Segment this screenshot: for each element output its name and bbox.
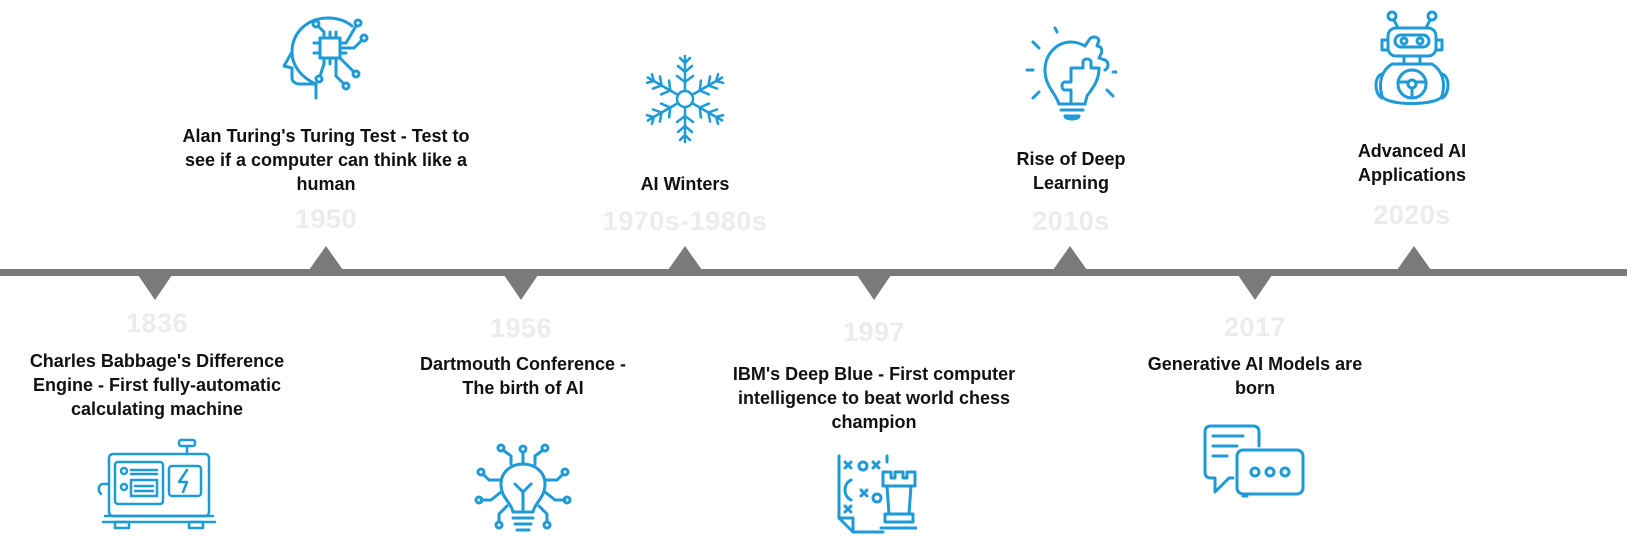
- event-year-1956: 1956: [489, 313, 553, 343]
- timeline-marker-1997: [857, 275, 891, 300]
- chess-rook-icon: [831, 452, 917, 534]
- timeline-marker-1836: [138, 275, 172, 300]
- lightbulb-circuit-icon: [473, 442, 573, 534]
- timeline-axis: [0, 269, 1627, 276]
- event-year-1997: 1997: [842, 317, 906, 347]
- timeline-marker-2010s: [1053, 246, 1087, 270]
- event-label-2010s: Rise of Deep Learning: [1016, 149, 1126, 193]
- robot-icon: [1372, 10, 1452, 114]
- event-year-2020s: 2020s: [1373, 200, 1451, 230]
- event-label-1836: Charles Babbage's Difference Engine - Fi…: [29, 351, 285, 419]
- event-year-2010s: 2010s: [1032, 206, 1110, 236]
- event-label-1970s-1980s: AI Winters: [640, 174, 730, 194]
- timeline-marker-2020s: [1397, 246, 1431, 270]
- event-label-1956: Dartmouth Conference - The birth of AI: [419, 354, 626, 398]
- ai-head-icon: [280, 12, 372, 102]
- event-label-1950: Alan Turing's Turing Test - Test to see …: [182, 126, 470, 194]
- snowflake-icon: [640, 52, 730, 146]
- event-year-1836: 1836: [125, 308, 189, 338]
- timeline-marker-1956: [504, 275, 538, 300]
- puzzle-lightbulb-icon: [1025, 26, 1117, 124]
- event-year-1950: 1950: [294, 204, 358, 234]
- calculating-machine-icon: [95, 436, 219, 532]
- timeline-marker-1970s-1980s: [668, 246, 702, 270]
- event-year-2017: 2017: [1223, 312, 1287, 342]
- event-label-1997: IBM's Deep Blue - First computer intelli…: [732, 364, 1016, 432]
- event-label-2020s: Advanced AI Applications: [1357, 141, 1467, 185]
- timeline-marker-1950: [309, 246, 343, 270]
- event-year-1970s-1980s: 1970s-1980s: [602, 206, 768, 236]
- timeline-marker-2017: [1238, 275, 1272, 300]
- chat-bubbles-icon: [1203, 424, 1307, 498]
- event-label-2017: Generative AI Models are born: [1147, 354, 1363, 398]
